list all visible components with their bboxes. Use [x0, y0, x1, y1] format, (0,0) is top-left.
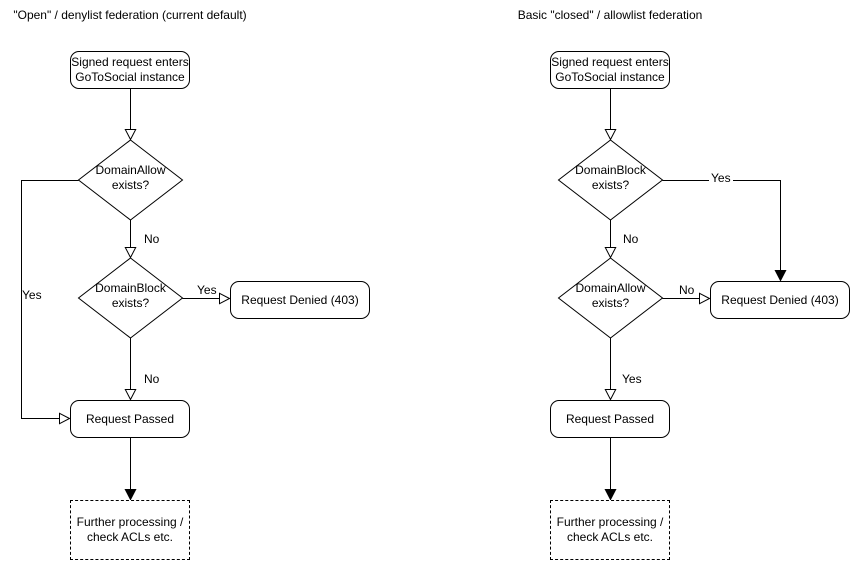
right-edge-decision1-yes-to-denied — [662, 180, 781, 270]
left-arrowhead-into-passed-top-icon — [124, 389, 137, 401]
left-decision1-yes-label: Yes — [22, 288, 42, 302]
right-arrowhead-into-further-icon — [604, 489, 617, 501]
left-decision1-no-label: No — [144, 232, 160, 246]
left-passed-node: Request Passed — [70, 400, 190, 438]
right-decision1-yes-label: Yes — [709, 171, 733, 186]
left-denied-node: Request Denied (403) — [230, 281, 370, 319]
right-decision1-no-label: No — [623, 232, 639, 246]
left-arrowhead-into-decision2-icon — [124, 247, 137, 259]
right-arrowhead-into-decision1-icon — [604, 129, 617, 141]
right-denied-node: Request Denied (403) — [710, 281, 850, 319]
right-further-node: Further processing /check ACLs etc. — [550, 500, 670, 560]
left-decision2-diamond — [77, 257, 184, 339]
left-flow-title: "Open" / denylist federation (current de… — [13, 8, 247, 22]
right-arrowhead-into-decision2-icon — [604, 247, 617, 259]
right-decision2-diamond — [557, 257, 664, 339]
right-decision1-diamond — [557, 139, 664, 221]
left-further-node: Further processing /check ACLs etc. — [70, 500, 190, 560]
right-decision2-no-label: No — [679, 283, 695, 297]
right-decision2-yes-label: Yes — [622, 372, 642, 386]
right-arrowhead-into-passed-icon — [604, 389, 617, 401]
left-edge-decision1-yes-to-passed — [21, 180, 79, 419]
left-arrowhead-into-passed-left-icon — [59, 412, 71, 425]
left-decision1-diamond — [77, 139, 184, 221]
right-arrowhead-into-denied-left-icon — [699, 292, 711, 305]
left-arrowhead-into-further-icon — [124, 489, 137, 501]
left-decision2-yes-label: Yes — [197, 283, 217, 297]
left-arrowhead-into-denied-icon — [219, 292, 231, 305]
right-arrowhead-into-denied-top-icon — [774, 270, 787, 282]
right-passed-node: Request Passed — [550, 400, 670, 438]
left-arrowhead-into-decision1-icon — [124, 129, 137, 141]
right-flow-title: Basic "closed" / allowlist federation — [517, 8, 703, 22]
left-decision2-no-label: No — [144, 372, 160, 386]
